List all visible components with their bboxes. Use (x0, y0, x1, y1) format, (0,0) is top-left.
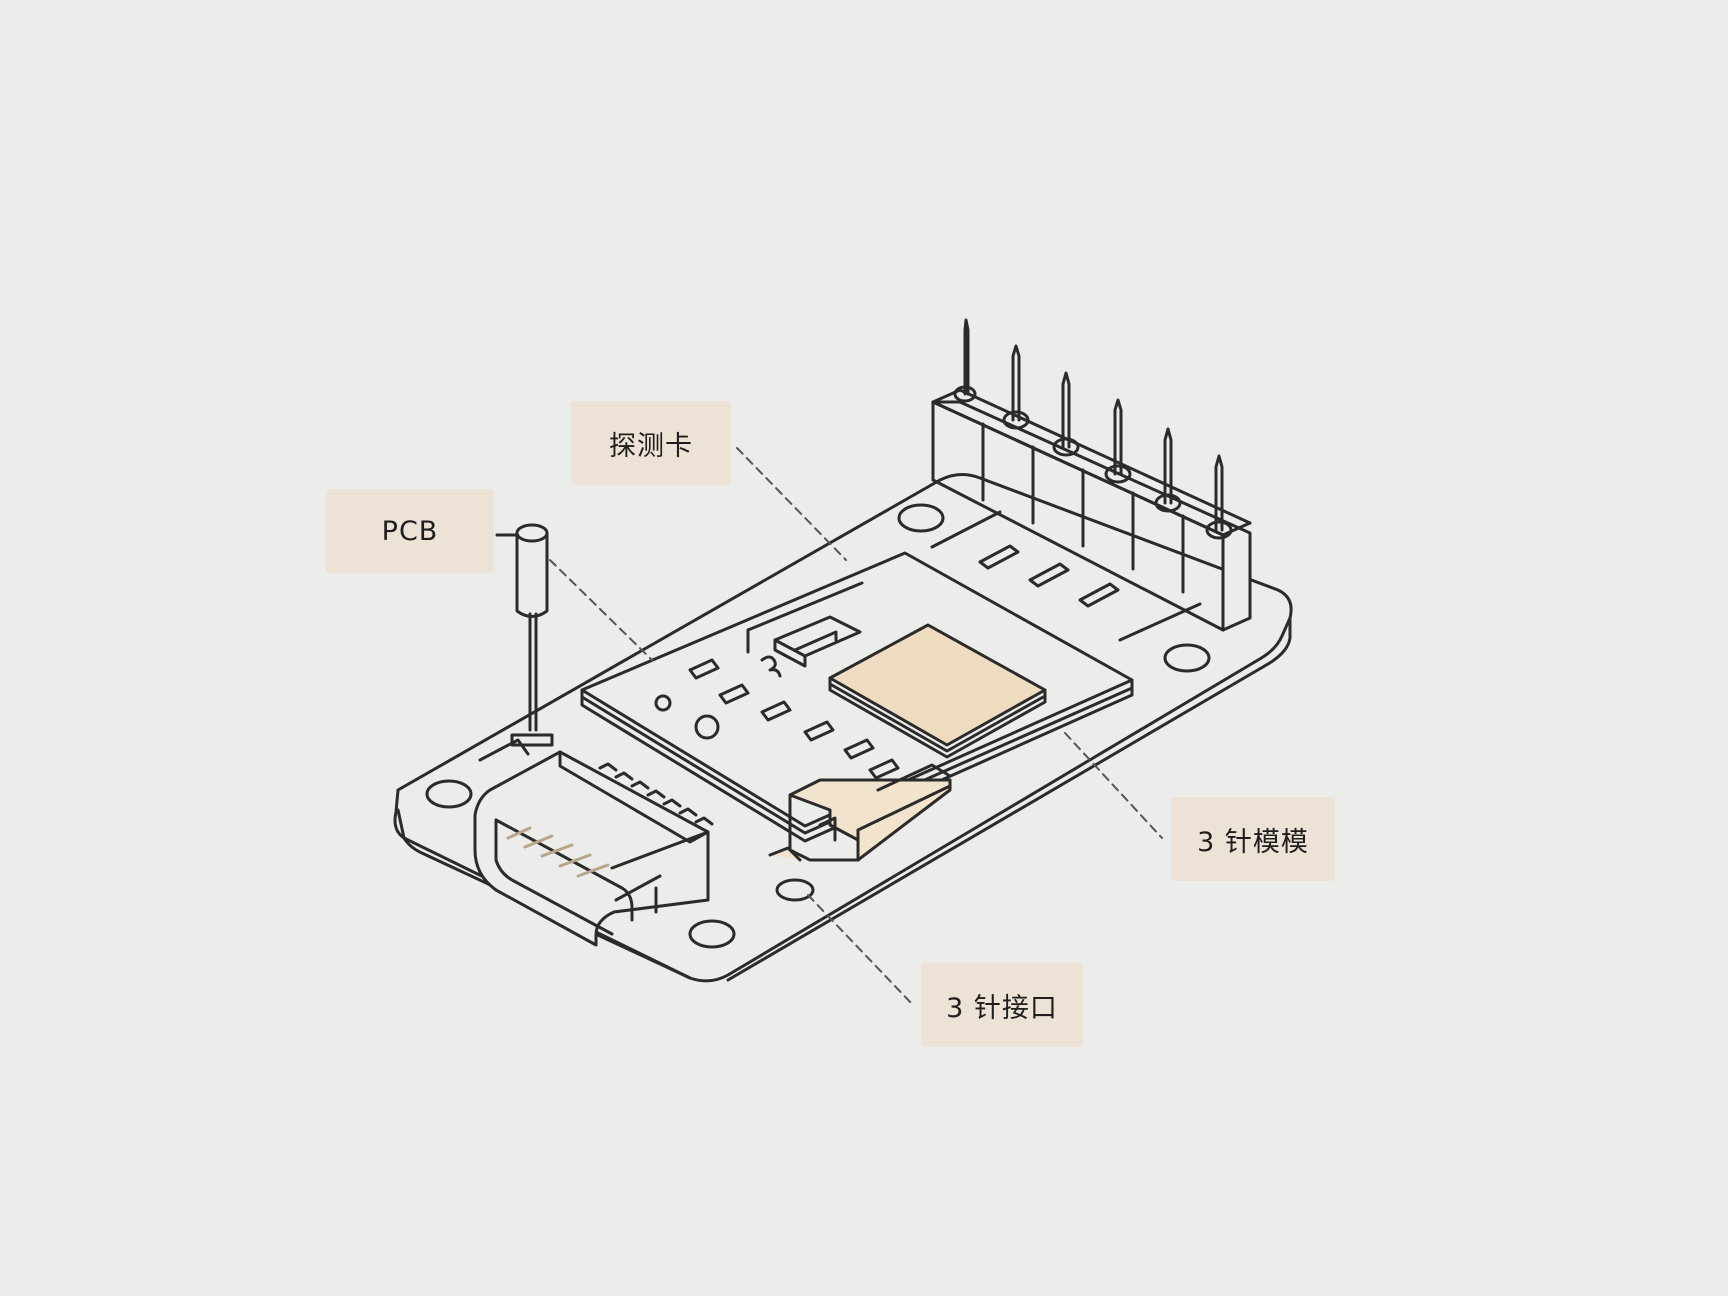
probe-needle-icon (495, 523, 554, 747)
pin-header (931, 318, 1252, 632)
mount-hole-icon (425, 779, 473, 809)
module-label: 3 针模模 (1171, 797, 1335, 881)
mount-hole-icon (1163, 643, 1211, 673)
leader-lines (549, 447, 1163, 1006)
connector-label: 3 针接口 (921, 963, 1083, 1047)
pcb-label: PCB (326, 489, 494, 573)
mount-hole-icon (897, 503, 945, 533)
usb-connector-icon (473, 738, 714, 947)
mount-hole-icon (688, 919, 736, 949)
header-pins (953, 318, 1233, 540)
chip (828, 623, 1047, 759)
smd-pads (978, 544, 1120, 608)
mount-hole-icon (775, 878, 815, 902)
probe-card-label: 探测卡 (571, 401, 731, 485)
edge-connector (768, 763, 952, 862)
